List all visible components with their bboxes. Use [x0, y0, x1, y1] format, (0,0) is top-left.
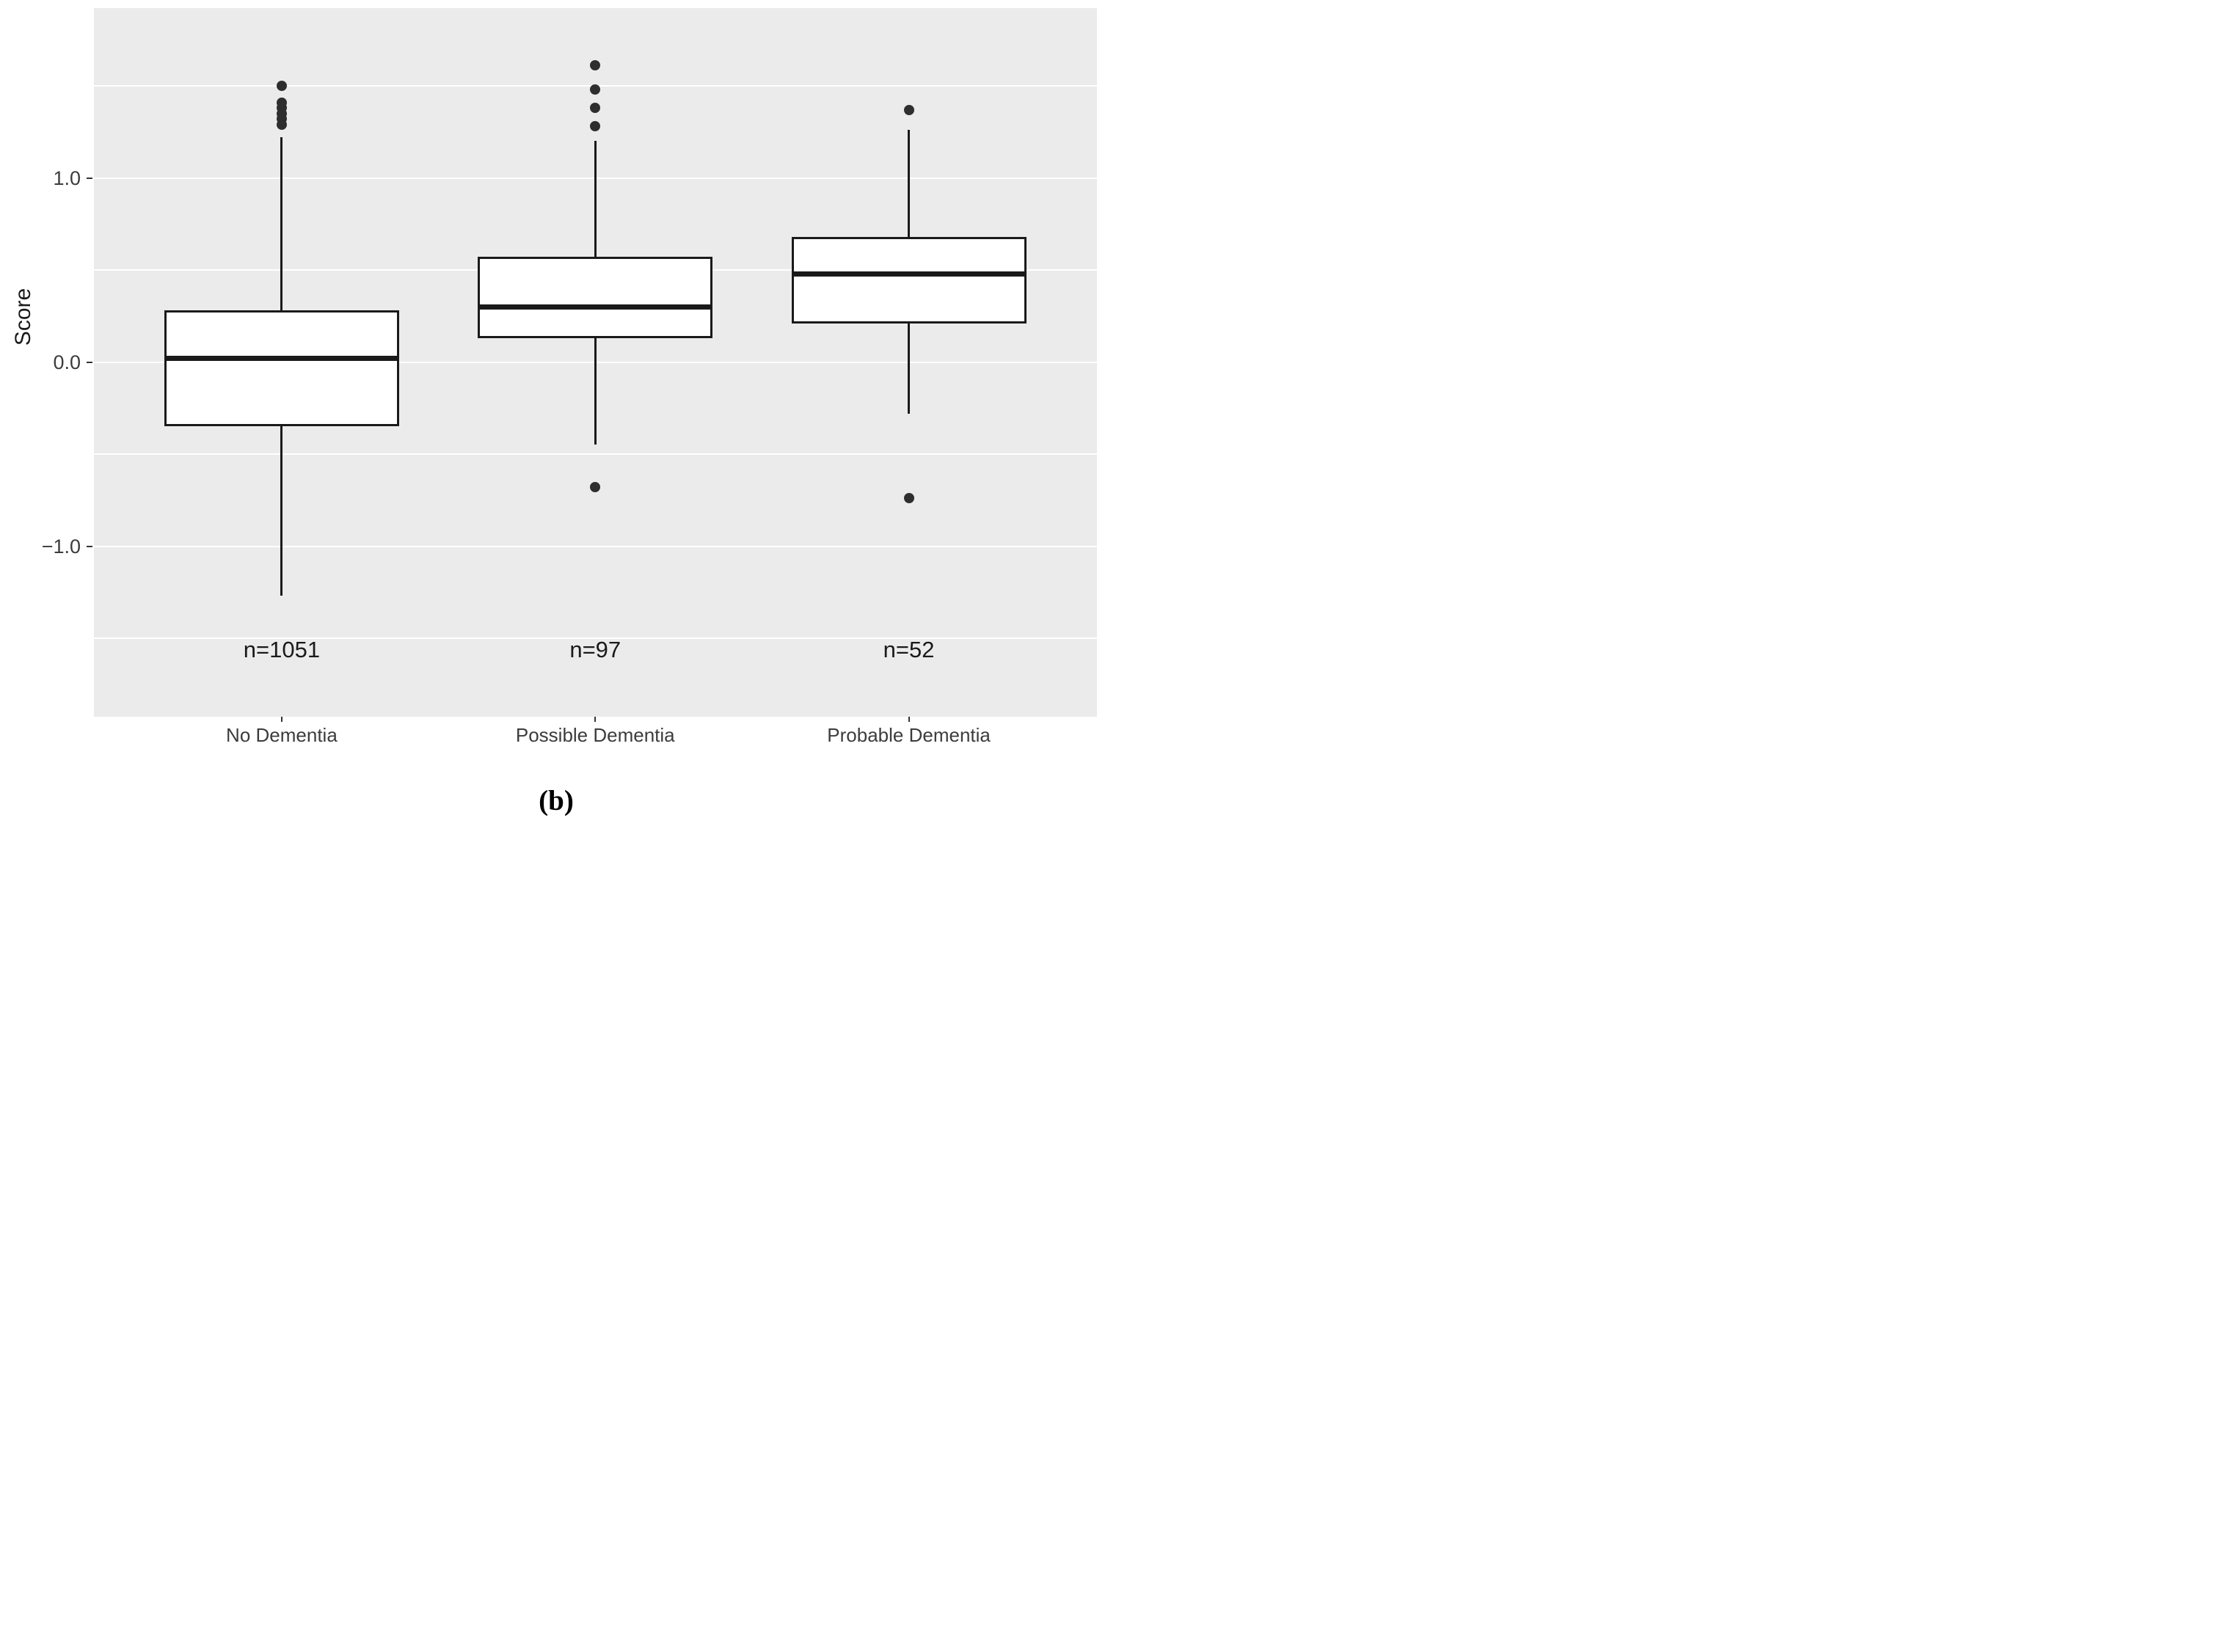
- median-line: [478, 304, 713, 310]
- outlier-dot: [590, 84, 601, 95]
- count-label: n=97: [569, 637, 621, 662]
- x-tick-label: Probable Dementia: [827, 724, 991, 746]
- y-tick-mark: [87, 545, 92, 547]
- y-tick-mark: [87, 177, 92, 179]
- outlier-dot: [590, 121, 601, 132]
- box-iqr: [164, 310, 399, 427]
- figure-caption: (b): [539, 785, 574, 816]
- gridline-major: [93, 545, 1097, 547]
- x-tick-label: No Dementia: [226, 724, 338, 746]
- outlier-dot: [276, 81, 287, 91]
- whisker-upper: [594, 141, 597, 257]
- outlier-dot: [590, 60, 601, 71]
- whisker-upper: [280, 137, 283, 311]
- median-line: [791, 271, 1027, 277]
- y-tick-mark: [87, 361, 92, 363]
- outlier-dot: [903, 493, 914, 504]
- x-tick-mark: [594, 717, 597, 722]
- whisker-lower: [908, 323, 911, 414]
- outlier-dot: [590, 103, 601, 114]
- outlier-dot: [590, 482, 601, 493]
- gridline-minor: [93, 453, 1097, 455]
- y-tick-label: −1.0: [41, 535, 81, 558]
- median-line: [164, 355, 399, 361]
- box-iqr: [478, 257, 713, 338]
- x-tick-label: Possible Dementia: [515, 724, 675, 746]
- whisker-lower: [594, 337, 597, 445]
- x-tick-mark: [908, 717, 910, 722]
- x-tick-mark: [280, 717, 282, 722]
- y-tick-label: 1.0: [53, 167, 81, 189]
- y-tick-label: 0.0: [53, 351, 81, 373]
- whisker-upper: [908, 130, 911, 237]
- outlier-dot: [276, 97, 287, 108]
- box-iqr: [791, 236, 1027, 324]
- count-label: n=52: [883, 637, 935, 662]
- gridline-minor: [93, 637, 1097, 639]
- whisker-lower: [280, 426, 283, 596]
- count-label: n=1051: [243, 637, 321, 662]
- y-axis-title: Score: [11, 288, 35, 346]
- outlier-dot: [903, 104, 914, 115]
